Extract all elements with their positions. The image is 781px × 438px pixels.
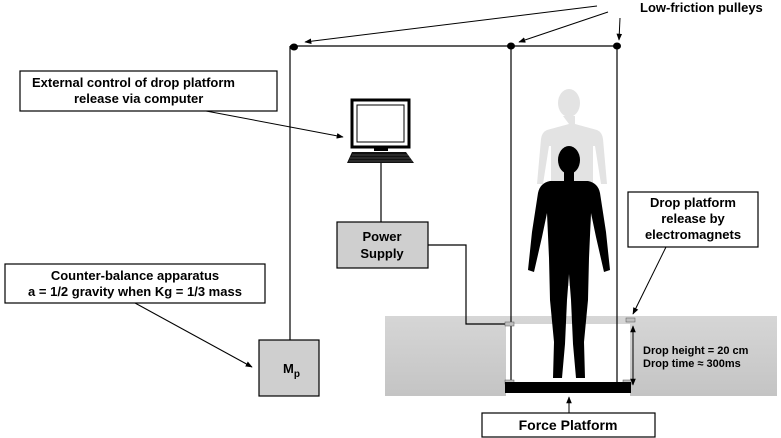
release-line2: release by — [661, 211, 725, 226]
drop-height-label: Drop height = 20 cm — [643, 345, 749, 357]
mass-label: Mp — [283, 361, 300, 380]
force-platform-label: Force Platform — [519, 417, 618, 433]
human-silhouette-icon — [528, 146, 610, 378]
power-supply-box — [336, 221, 429, 269]
pulleys-label: Low-friction pulleys — [640, 0, 763, 15]
release-box — [627, 191, 759, 248]
power-line1: Power — [362, 229, 401, 244]
computer-monitor-icon — [350, 98, 411, 151]
counter-balance-box — [4, 263, 266, 304]
power-line2: Supply — [360, 246, 404, 261]
counter-line2: a = 1/2 gravity when Kg = 1/3 mass — [28, 284, 242, 299]
power-cable — [428, 244, 507, 325]
release-arrow — [632, 246, 667, 315]
pulley-icon — [290, 43, 298, 51]
drop-time-label: Drop time ≈ 300ms — [643, 358, 741, 370]
counter-line1: Counter-balance apparatus — [51, 268, 219, 283]
pulley-icon — [613, 42, 621, 50]
keyboard-icon — [347, 152, 414, 163]
pulley-arrows — [304, 5, 623, 45]
counter-mass — [258, 339, 320, 397]
external-control-line1: External control of drop platform — [32, 75, 235, 90]
force-platform-box — [481, 412, 656, 438]
external-control-line2: release via computer — [74, 91, 203, 106]
release-line1: Drop platform — [650, 195, 736, 210]
release-line3: electromagnets — [645, 227, 741, 242]
cable-system — [289, 45, 618, 384]
counter-arrow — [134, 302, 253, 368]
pulley-icon — [507, 42, 515, 50]
pulleys — [290, 42, 621, 51]
drop-platform — [505, 382, 631, 393]
control-arrow — [205, 110, 344, 139]
external-control-box — [19, 70, 278, 112]
